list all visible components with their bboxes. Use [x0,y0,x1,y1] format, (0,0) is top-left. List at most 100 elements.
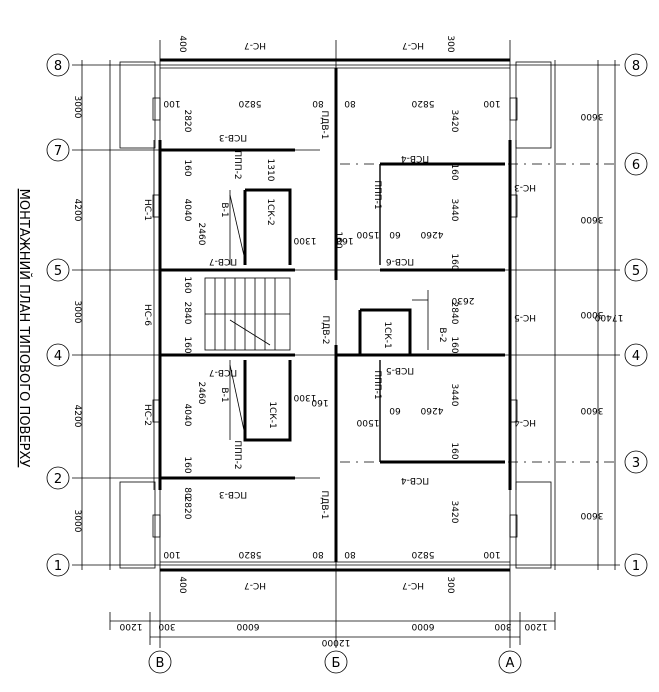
axis-bottom-2: А [498,650,522,674]
axis-right-1-label: 1 [632,559,640,574]
outer-walls [119,58,552,572]
dim-total-bottom: 12000 [321,637,350,647]
label-d2840-b: 2840 [449,302,459,325]
dim-bottom: 300 [494,621,511,631]
label-d4260-a: 4260 [420,229,443,239]
dim-left: 3000 [72,510,82,533]
dim-right: 3600 [580,214,603,224]
axis-left-4: 4 [46,343,70,367]
axis-right-5: 5 [624,258,648,282]
label-d2630: 2630 [451,295,474,305]
label-d160-j: 160 [311,397,328,407]
label-d3420-a: 3420 [449,110,459,133]
label-d100-a: 100 [163,98,180,108]
label-d400-b: 400 [177,576,187,593]
label-v1-a: В-1 [219,202,229,217]
dim-left: 3000 [72,301,82,324]
label-d100-d: 100 [483,549,500,559]
axis-right-4-label: 4 [632,349,640,364]
label-d2460-b: 2460 [196,382,206,405]
label-pdv1-bot: ПДВ-1 [319,491,329,520]
label-d100-c: 100 [163,549,180,559]
label-d5820-d: 5820 [411,549,434,559]
label-d2820-a: 2820 [182,110,192,133]
dim-right: 3600 [580,111,603,121]
label-d160-h: 160 [449,336,459,353]
label-pdv2: ПДВ-2 [320,316,330,345]
label-d60-a: 60 [389,229,401,239]
label-d2460-a: 2460 [196,223,206,246]
axis-bottom-1: Б [324,650,348,674]
label-d3420-b: 3420 [449,501,459,524]
label-d80-d: 80 [344,549,356,559]
label-d5820-a: 5820 [238,98,261,108]
label-d3440-b: 3440 [449,384,459,407]
axis-left-7: 7 [46,138,70,162]
axis-bottom-0-label: В [156,656,165,671]
dim-bottom: 1200 [524,621,547,631]
axis-right-1: 1 [624,553,648,577]
axis-left-2-label: 2 [54,472,62,487]
axis-right-6-label: 6 [632,158,640,173]
axis-left-1-label: 1 [54,559,62,574]
label-d160-i: 160 [449,442,459,459]
dimension-lines [81,60,616,645]
label-v2: В-2 [437,327,447,342]
label-d160-k: 160 [333,231,343,248]
label-d3440-a: 3440 [449,199,459,222]
label-ppp2-a: ППП-2 [232,150,242,179]
label-psv4-top: ПСВ-4 [401,153,429,163]
label-d300-t: 300 [445,35,455,52]
label-d160-c: 160 [182,336,192,353]
dim-right: 3600 [580,405,603,415]
dim-right: 3000 [580,309,603,319]
dim-left: 3000 [72,96,82,119]
label-sk2: 1СК-2 [265,198,275,225]
label-d160-g: 160 [449,253,459,270]
label-d5820-c: 5820 [238,549,261,559]
label-sk1-a: 1СК-1 [382,321,392,348]
label-psv5: ПСВ-5 [386,365,414,375]
label-ns5: НС-5 [514,312,536,322]
label-pdv1-top: ПДВ-1 [319,111,329,140]
stair [204,277,291,351]
axis-right-3: 3 [624,450,648,474]
label-ns7-top-a: НС-7 [244,40,266,50]
label-d1500-a: 1500 [356,229,379,239]
label-ns6: НС-6 [142,304,152,326]
label-v1-b: В-1 [219,387,229,402]
label-sk1-b: 1СК-1 [267,401,277,428]
label-d2840-a: 2840 [182,302,192,325]
label-psv6: ПСВ-6 [386,256,414,266]
dim-bottom: 1200 [119,621,142,631]
label-d4040-b: 4040 [182,404,192,427]
axis-right-4: 4 [624,343,648,367]
dim-left: 4200 [72,405,82,428]
label-d160-b: 160 [182,276,192,293]
axis-right-5-label: 5 [632,264,640,279]
dim-bottom: 6000 [236,621,259,631]
label-ns7-bot-a: НС-7 [244,580,266,590]
label-d1300-b: 1300 [293,392,316,402]
label-psv7-b: ПСВ-7 [209,367,237,377]
label-psv4-bot: ПСВ-4 [401,475,429,485]
label-d5820-b: 5820 [411,98,434,108]
label-d160-e: 160 [336,235,353,245]
axis-left-5-label: 5 [54,264,62,279]
plan-title: МОНТАЖНИЙ ПЛАН ТИПОВОГО ПОВЕРХУ [16,189,32,468]
axis-left-8: 8 [46,53,70,77]
label-d80-e: 80 [182,487,192,499]
label-d80-b: 80 [344,98,356,108]
axis-bottom-2-label: А [506,656,515,671]
label-d160-d: 160 [182,456,192,473]
dim-total-right: 17400 [594,312,623,322]
inner-walls [160,68,505,562]
dim-right: 3600 [580,510,603,520]
dim-bottom: 300 [158,621,175,631]
label-d100-b: 100 [483,98,500,108]
label-psv3-top: ПСВ-3 [219,132,247,142]
label-ns3: НС-3 [514,182,536,192]
label-ns1: НС-1 [142,199,152,221]
axis-bottom-0: В [148,650,172,674]
